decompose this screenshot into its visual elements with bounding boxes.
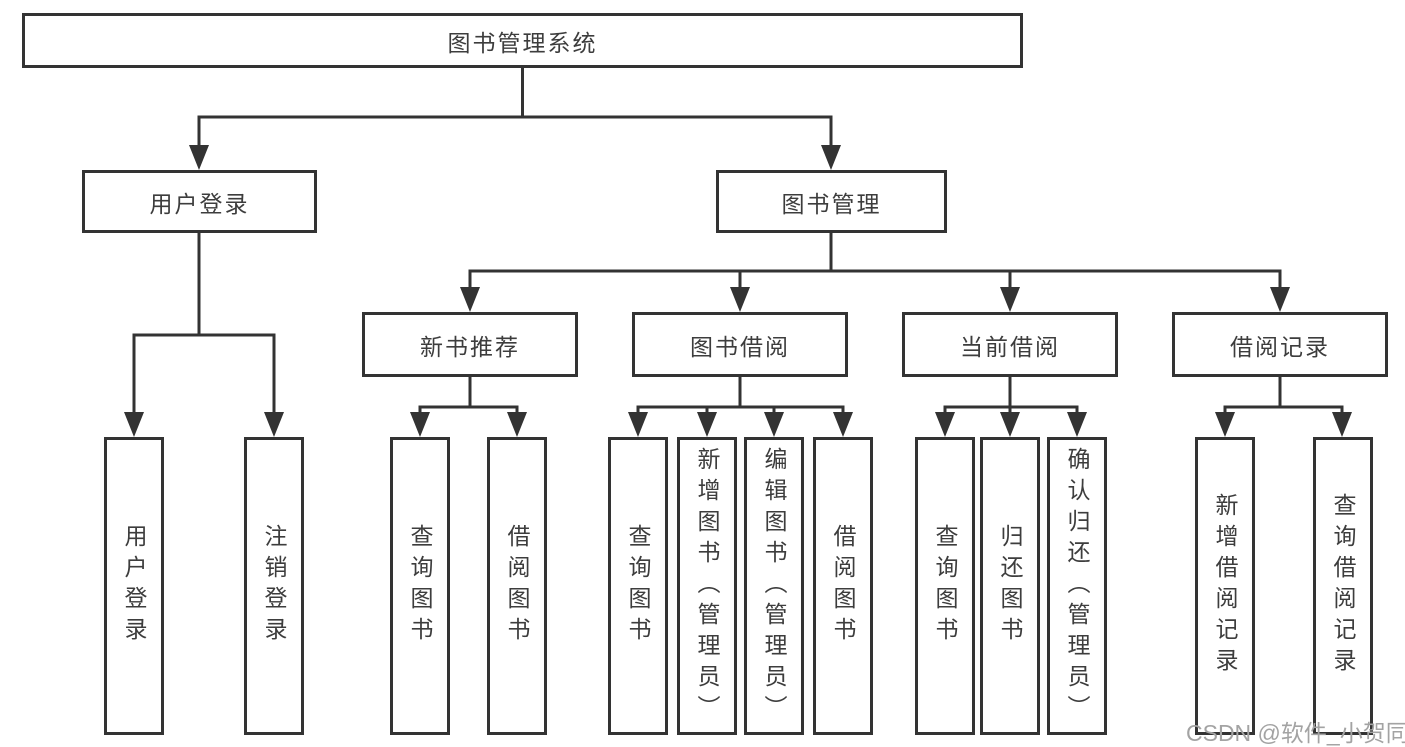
- node-borrow-record: 借阅记录: [1172, 312, 1388, 377]
- leaf-edit-book-admin-label: 编辑图书（管理员）: [761, 446, 787, 726]
- node-current-borrow-label: 当前借阅: [960, 333, 1060, 360]
- leaf-borrow-books-1-label: 借阅图书: [504, 524, 530, 648]
- leaf-query-books-3-label: 查询图书: [932, 524, 958, 648]
- leaf-logout-label: 注销登录: [261, 524, 287, 648]
- leaf-return-book: 归还图书: [980, 437, 1040, 735]
- node-book-borrow: 图书借阅: [632, 312, 848, 377]
- node-root: 图书管理系统: [22, 13, 1023, 68]
- leaf-logout: 注销登录: [244, 437, 304, 735]
- leaf-query-borrow-record: 查询借阅记录: [1313, 437, 1373, 735]
- leaf-query-borrow-record-label: 查询借阅记录: [1330, 493, 1356, 679]
- leaf-add-borrow-record-label: 新增借阅记录: [1212, 493, 1238, 679]
- leaf-query-books-2-label: 查询图书: [625, 524, 651, 648]
- leaf-edit-book-admin: 编辑图书（管理员）: [744, 437, 804, 735]
- leaf-borrow-books-1: 借阅图书: [487, 437, 547, 735]
- node-book-borrow-label: 图书借阅: [690, 333, 790, 360]
- csdn-watermark: CSDN @软件_小贺同学: [1186, 720, 1405, 746]
- leaf-query-books-2: 查询图书: [608, 437, 668, 735]
- leaf-user-login: 用户登录: [104, 437, 164, 735]
- leaf-query-books-1: 查询图书: [390, 437, 450, 735]
- node-borrow-record-label: 借阅记录: [1230, 333, 1330, 360]
- leaf-confirm-return-admin-label: 确认归还（管理员）: [1064, 446, 1090, 726]
- node-new-book-recommend-label: 新书推荐: [420, 333, 520, 360]
- leaf-borrow-books-2-label: 借阅图书: [830, 524, 856, 648]
- leaf-return-book-label: 归还图书: [997, 524, 1023, 648]
- node-current-borrow: 当前借阅: [902, 312, 1118, 377]
- node-book-management: 图书管理: [716, 170, 947, 233]
- leaf-add-book-admin-label: 新增图书（管理员）: [694, 446, 720, 726]
- node-book-management-label: 图书管理: [781, 190, 882, 217]
- leaf-borrow-books-2: 借阅图书: [813, 437, 873, 735]
- leaf-add-borrow-record: 新增借阅记录: [1195, 437, 1255, 735]
- leaf-add-book-admin: 新增图书（管理员）: [677, 437, 737, 735]
- leaf-user-login-label: 用户登录: [121, 524, 147, 648]
- node-user-login: 用户登录: [82, 170, 317, 233]
- leaf-query-books-1-label: 查询图书: [407, 524, 433, 648]
- node-new-book-recommend: 新书推荐: [362, 312, 578, 377]
- node-user-login-label: 用户登录: [149, 190, 250, 217]
- leaf-query-books-3: 查询图书: [915, 437, 975, 735]
- leaf-confirm-return-admin: 确认归还（管理员）: [1047, 437, 1107, 735]
- node-root-label: 图书管理系统: [447, 29, 598, 56]
